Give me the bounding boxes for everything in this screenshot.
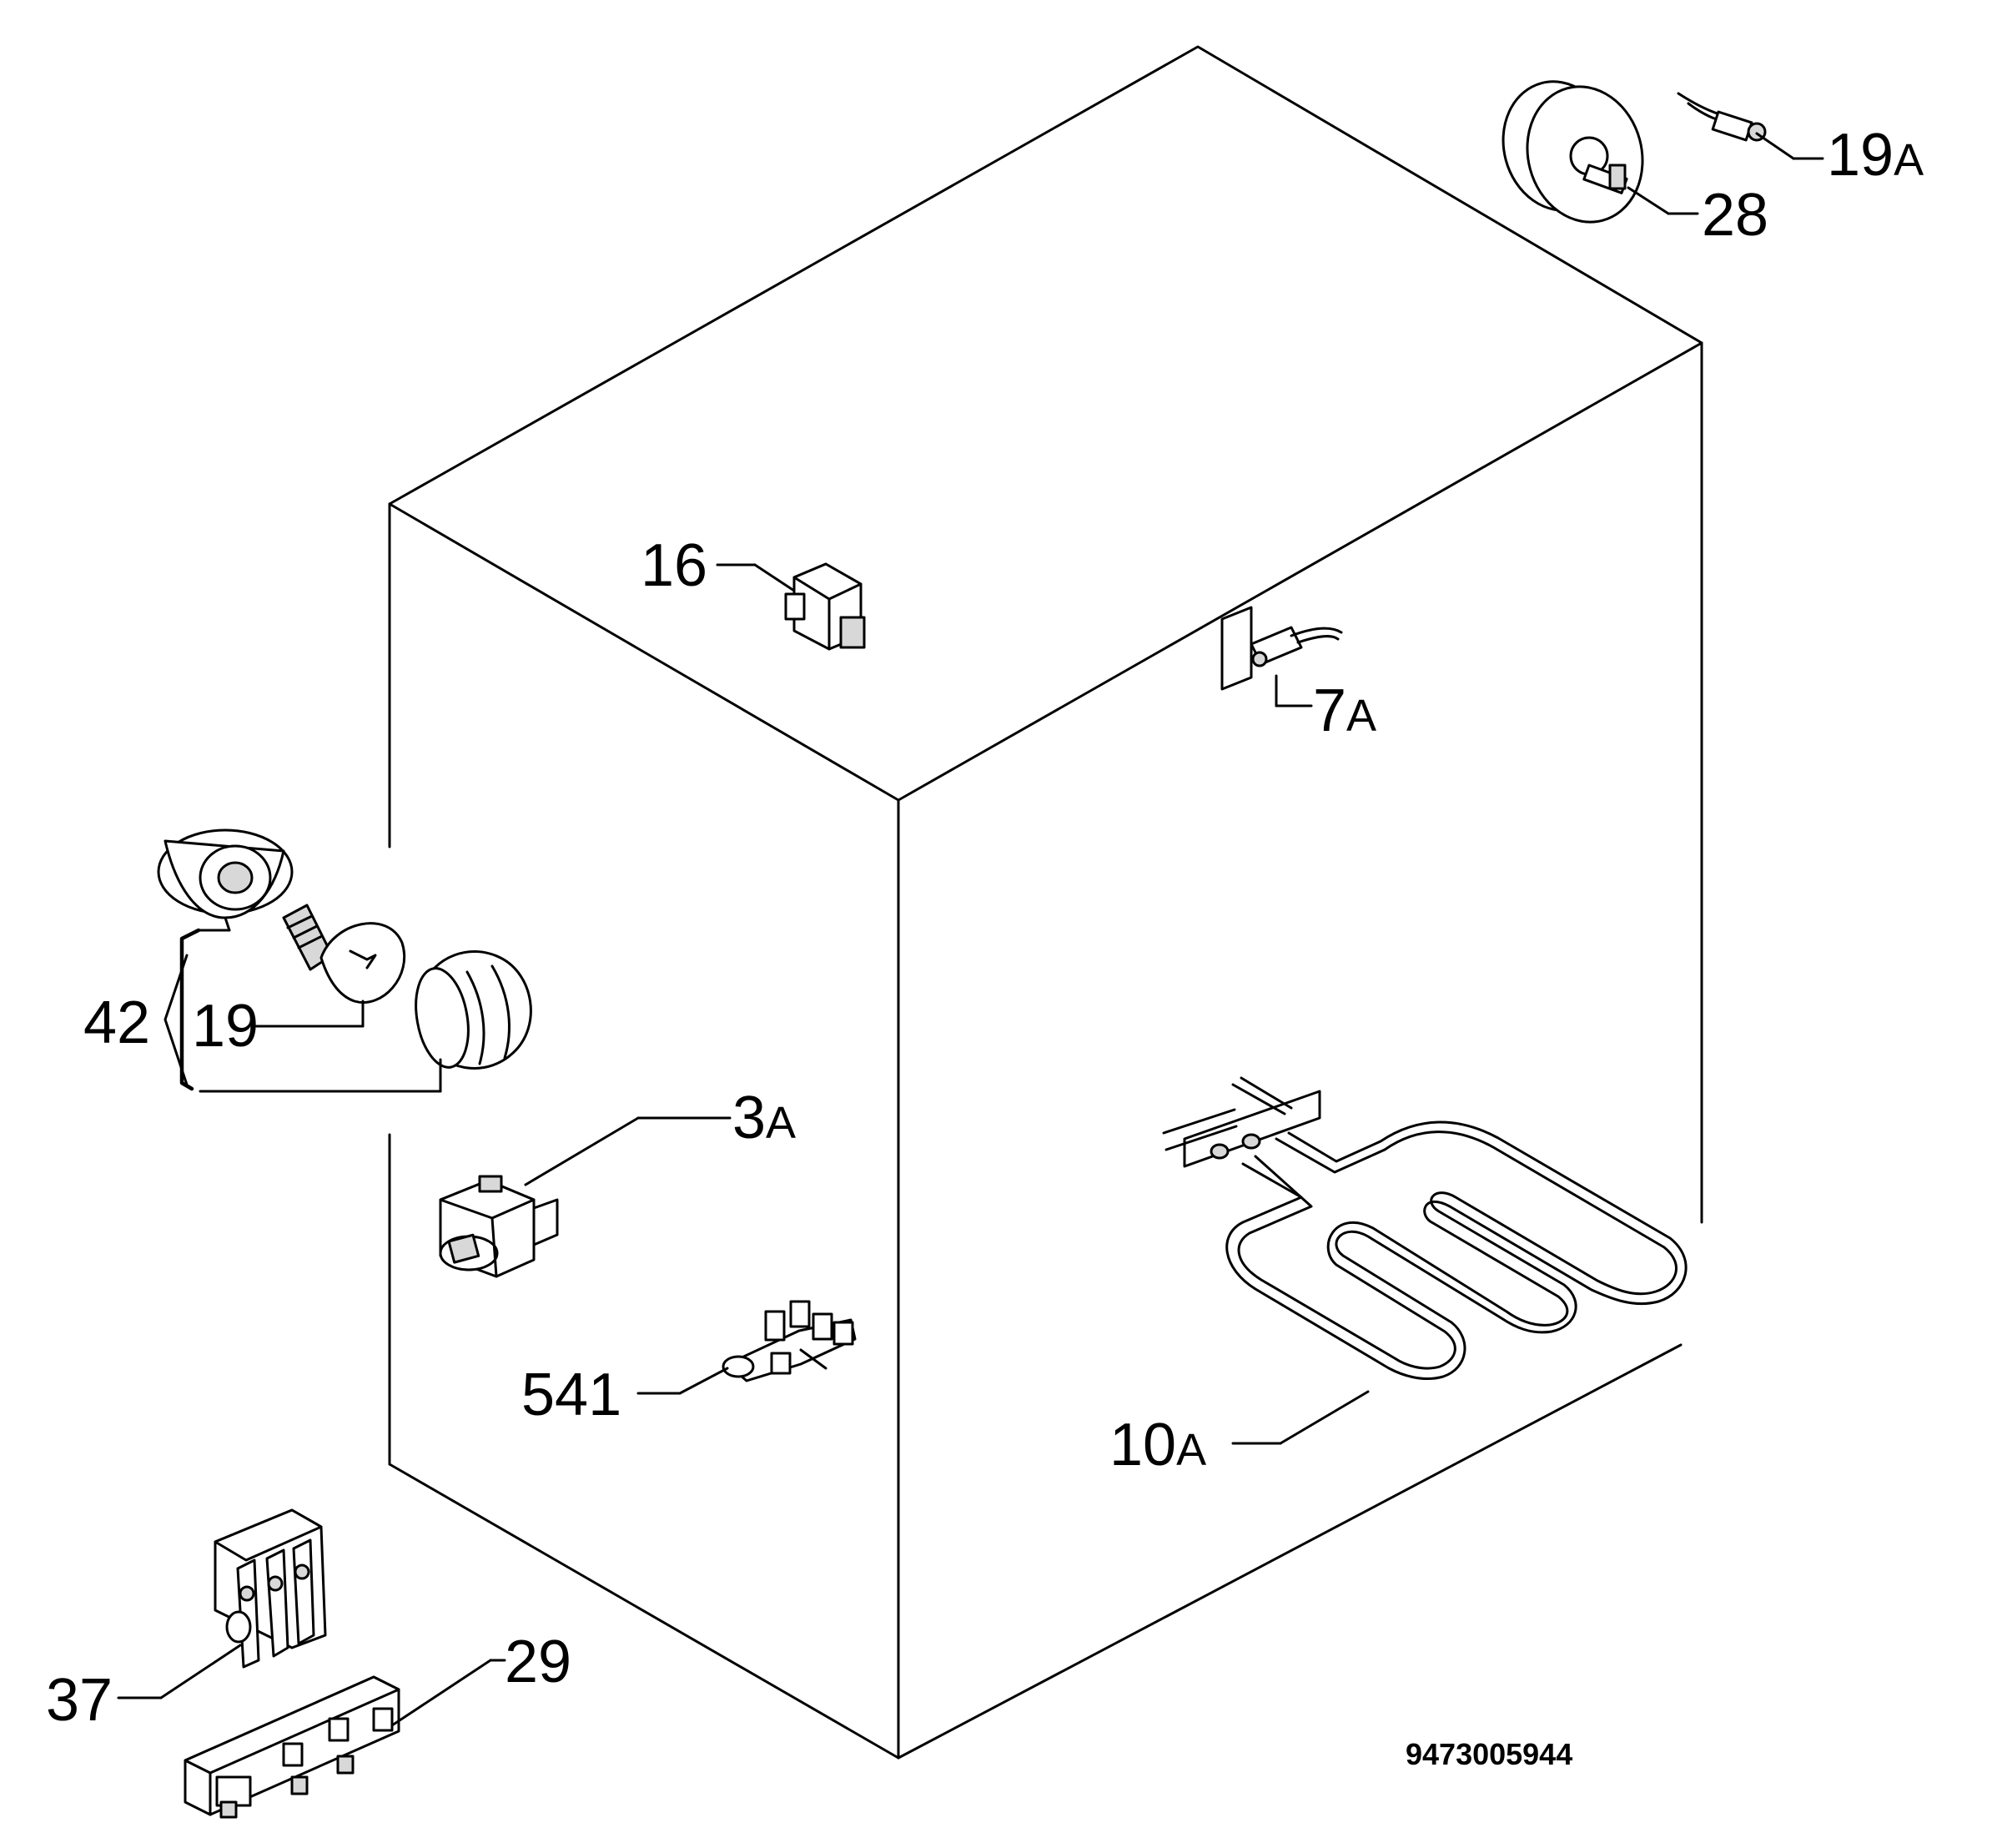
callout-541: 541	[521, 1362, 621, 1428]
ignition-generator-part	[184, 1675, 400, 1819]
door-switch-part-7a	[1220, 606, 1343, 691]
lamp-cover-part	[415, 950, 532, 1070]
group-bracket-42	[163, 928, 201, 1091]
callout-7a: 7A	[1313, 677, 1376, 744]
callout-37: 37	[46, 1667, 113, 1734]
diagram-reference-code: 9473005944	[1406, 1737, 1572, 1771]
lamp-bulb-part	[282, 904, 406, 1004]
switch-part-16	[784, 562, 866, 651]
thermostat-part	[439, 1175, 559, 1278]
callout-29: 29	[505, 1629, 571, 1695]
callout-3a: 3A	[732, 1085, 796, 1151]
callout-42: 42	[83, 989, 150, 1056]
leader-lines	[117, 132, 1824, 1727]
oven-cabinet-outline	[388, 45, 1703, 1760]
callout-19a: 19A	[1827, 122, 1924, 189]
lamp-wire-part	[1677, 92, 1767, 142]
grill-element-part	[1162, 1076, 1688, 1380]
timer-motor-part	[1502, 80, 1644, 224]
terminal-block-part	[214, 1508, 327, 1669]
callout-28: 28	[1702, 182, 1768, 249]
lamp-holder-part	[157, 828, 294, 919]
callout-10a: 10A	[1109, 1412, 1206, 1478]
callout-16: 16	[641, 532, 707, 599]
callout-19: 19	[192, 993, 259, 1060]
connector-part-541	[722, 1300, 857, 1382]
